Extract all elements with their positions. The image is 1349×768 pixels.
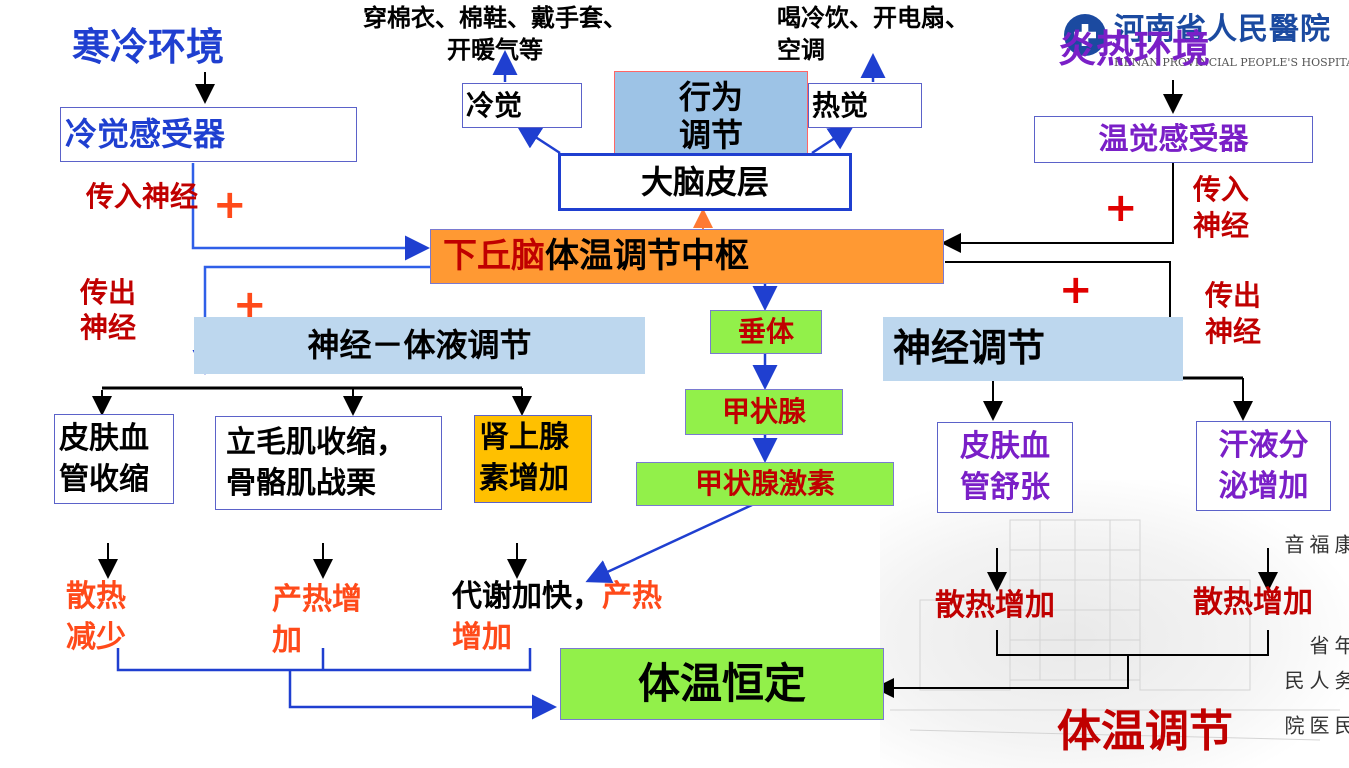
neuro-humoral-regulation-label: 神经－体液调节 [307,326,532,365]
sweat-line-1: 汗液分 [1218,428,1309,463]
heat-loss-line-1: 散热 [66,579,126,614]
cold-afferent-nerve-label: 传入神经 [86,180,199,213]
heat-prod-line-1: 产热增 [272,582,362,617]
pituitary-box: 垂体 [710,310,822,354]
cold-efferent-line-1: 传出 [80,276,137,309]
cold-receptor-label: 冷觉感受器 [65,115,226,154]
cold-skin-line-2: 管收缩 [59,461,149,497]
hot-afferent-plus: + [1104,185,1138,231]
hot-actions-line-2: 空调 [777,36,825,65]
pituitary-label: 垂体 [737,315,794,349]
hot-efferent-line-1: 传出 [1205,279,1262,312]
cold-skin-line-1: 皮肤血 [59,421,149,456]
watermark-col-2: 百年省 [1306,635,1349,660]
thyroid-label: 甲状腺 [721,395,806,429]
cerebral-cortex-box: 大脑皮层 [558,153,852,211]
metabolism-red-text-2: 增加 [452,619,512,655]
hypothalamus-black-label: 体温调节中枢 [545,236,749,277]
logo-subtitle: HENAN PROVINCIAL PEOPLE'S HOSPITAL [1114,56,1349,69]
cold-actions-line-1: 穿棉衣、棉鞋、戴手套、 [363,4,627,32]
thyroid-box: 甲状腺 [685,389,843,435]
cold-efferent-line-2: 神经 [80,311,137,344]
cold-behavior-actions: 穿棉衣、棉鞋、戴手套、 开暖气等 [345,2,645,67]
hypothalamus-center-box: 下丘脑体温调节中枢 [430,229,944,284]
warm-receptor-box: 温觉感受器 [1034,116,1313,163]
muscle-line-1: 立毛肌收缩， [226,425,406,460]
cold-efferent-nerve-label: 传出 神经 [80,275,136,345]
hot-efferent-plus: + [1059,267,1093,313]
hot-heat-loss-right-label: 散热增加 [1193,585,1313,620]
neuro-humoral-regulation-box: 神经－体液调节 [194,317,645,374]
hospital-watermark-image [880,480,1349,768]
adrenaline-line-1: 肾上腺 [479,420,569,455]
cold-sensation-label: 冷觉 [466,88,523,122]
hot-behavior-actions: 喝冷饮、开电扇、 空调 [777,2,969,67]
muscle-shiver-box: 立毛肌收缩， 骨骼肌战栗 [215,416,442,510]
cold-sensation-box: 冷觉 [462,83,582,128]
hospital-logo: 河南省人民醫院 HENAN PROVINCIAL PEOPLE'S HOSPIT… [1058,6,1349,76]
constant-body-temperature-label: 体温恒定 [637,658,806,708]
hot-environment-label: 炎热环境 [1058,27,1211,71]
hot-actions-line-1: 喝冷饮、开电扇、 [777,4,969,32]
hot-sensation-box: 热觉 [808,83,922,128]
watermark-col-1: 人民医院 [1281,714,1349,739]
heat-loss-line-2: 减少 [66,619,126,655]
watermark-calligraphy: 人民医院 服务人民 百年省 健康福音 [1280,458,1349,758]
hot-skin-vasodilation-box: 皮肤血 管舒张 [937,422,1073,513]
cold-receptor-box: 冷觉感受器 [60,107,357,162]
logo-name: 河南省人民醫院 [1114,12,1331,47]
metabolism-red-text: 产热 [602,579,662,614]
cerebral-cortex-label: 大脑皮层 [640,162,769,201]
adrenaline-line-2: 素增加 [479,460,569,496]
warm-receptor-label: 温觉感受器 [1098,121,1249,157]
hot-afferent-line-1: 传入 [1193,173,1250,206]
hot-skin-line-2: 管舒张 [960,469,1050,505]
hot-efferent-nerve-label: 传出 神经 [1205,278,1261,351]
metabolism-black-text: 代谢加快， [452,579,602,614]
behavioral-regulation-box: 行为 调节 [614,71,808,161]
cold-skin-vasoconstriction-box: 皮肤血 管收缩 [54,414,174,504]
hot-sensation-label: 热觉 [812,88,869,122]
behavior-line-2: 调节 [678,116,743,154]
cold-actions-line-2: 开暖气等 [447,36,543,65]
hot-afferent-line-2: 神经 [1193,209,1250,243]
cold-environment-label: 寒冷环境 [72,25,225,69]
hot-efferent-line-2: 神经 [1205,315,1262,349]
watermark-col-3: 服务人民 [1281,669,1349,694]
cross-emblem-icon [1064,14,1106,56]
hot-heat-loss-left-label: 散热增加 [935,588,1055,623]
sweat-line-2: 泌增加 [1218,468,1309,504]
hot-skin-line-1: 皮肤血 [960,429,1050,464]
hot-afferent-nerve-label: 传入 神经 [1193,172,1249,245]
footer-title: 体温调节 [1057,706,1233,757]
neural-regulation-box: 神经调节 [883,317,1183,381]
behavior-line-1: 行为 [678,77,743,116]
thyroxine-label: 甲状腺激素 [694,467,835,501]
heat-production-increase-label: 产热增 加 [272,580,362,661]
heat-prod-line-2: 加 [272,622,302,658]
metabolism-label: 代谢加快，产热 增加 [452,577,662,658]
thyroxine-box: 甲状腺激素 [636,462,894,506]
constant-body-temperature-box: 体温恒定 [560,648,884,720]
neural-regulation-label: 神经调节 [893,326,1046,371]
muscle-line-2: 骨骼肌战栗 [226,465,376,501]
cold-afferent-plus: + [213,182,247,228]
watermark-col-4: 健康福音 [1281,533,1349,558]
hypothalamus-red-label: 下丘脑 [443,236,545,277]
adrenaline-box: 肾上腺 素增加 [474,415,592,503]
heat-loss-decrease-label: 散热 减少 [66,577,126,658]
sweat-secretion-box: 汗液分 泌增加 [1196,421,1331,511]
